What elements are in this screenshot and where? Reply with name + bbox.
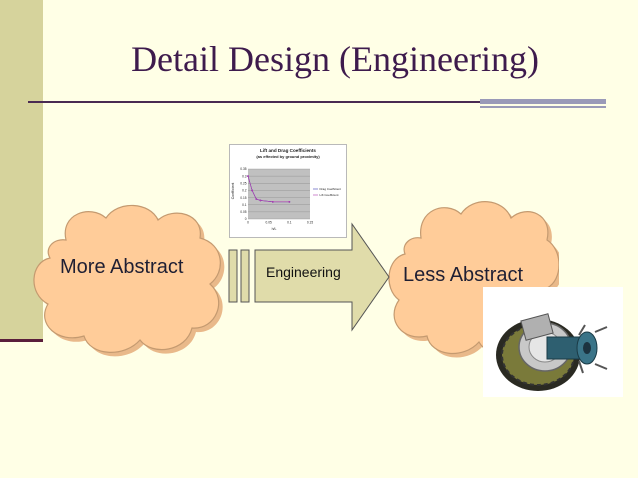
chart-y-tick-label: 0.3 (242, 174, 247, 178)
chart-plot-area: 0 0.05 0.1 0.15 0.2 0.25 0.3 0.35 0 0.05 0.1 0.15 (240, 167, 313, 224)
chart-data-point (259, 199, 262, 202)
chart-y-tick-label: 0.05 (240, 210, 246, 214)
chart-y-tick-label: 0 (245, 217, 247, 221)
chart-y-tick-label: 0.1 (242, 203, 247, 207)
chart-x-tick-label: 0.1 (287, 221, 292, 225)
chart-y-tick-label: 0.25 (240, 181, 246, 185)
chart-y-tick-label: 0.35 (240, 167, 246, 171)
chart-x-tick-label: 0 (247, 221, 249, 225)
chart-subtitle: (as effected by ground proximity) (256, 154, 320, 159)
chart-plot-background (248, 169, 310, 219)
chart-x-tick-label: 0.05 (266, 221, 272, 225)
chart-data-point (247, 175, 249, 178)
title-rule-accent-thin (480, 106, 606, 108)
slide-title: Detail Design (Engineering) (131, 39, 539, 79)
title-rule-accent (480, 99, 606, 104)
chart-title: Lift and Drag Coefficients (260, 148, 316, 153)
chart-x-tick-label: 0.15 (307, 221, 313, 225)
chart-ylabel: Coefficient (231, 183, 235, 200)
chart-y-tick-label: 0.2 (242, 189, 247, 193)
arrow-label: Engineering (266, 264, 341, 280)
chart-legend-label: Drag Coefficient (320, 187, 342, 191)
chart-data-point (288, 200, 291, 203)
left-decor-line (0, 339, 43, 342)
chart-y-tick-label: 0.15 (240, 196, 246, 200)
chart-legend-label: Lift Coefficient (320, 193, 339, 197)
chart-xlabel: h/L (272, 227, 277, 231)
wheel-hub-image (483, 287, 623, 397)
chart-svg: Lift and Drag Coefficients (as effected … (231, 148, 341, 231)
engineering-arrow (228, 222, 390, 332)
chart-data-point (255, 198, 258, 200)
title-rule (28, 101, 480, 103)
left-cloud-shape (33, 204, 225, 357)
coefficient-chart: Lift and Drag Coefficients (as effected … (229, 144, 347, 238)
right-cloud-label: Less Abstract (403, 264, 524, 286)
chart-data-point (271, 200, 274, 203)
chart-data-point (251, 189, 254, 192)
chart-series-line (247, 176, 290, 203)
left-cloud-label: More Abstract (60, 256, 184, 278)
